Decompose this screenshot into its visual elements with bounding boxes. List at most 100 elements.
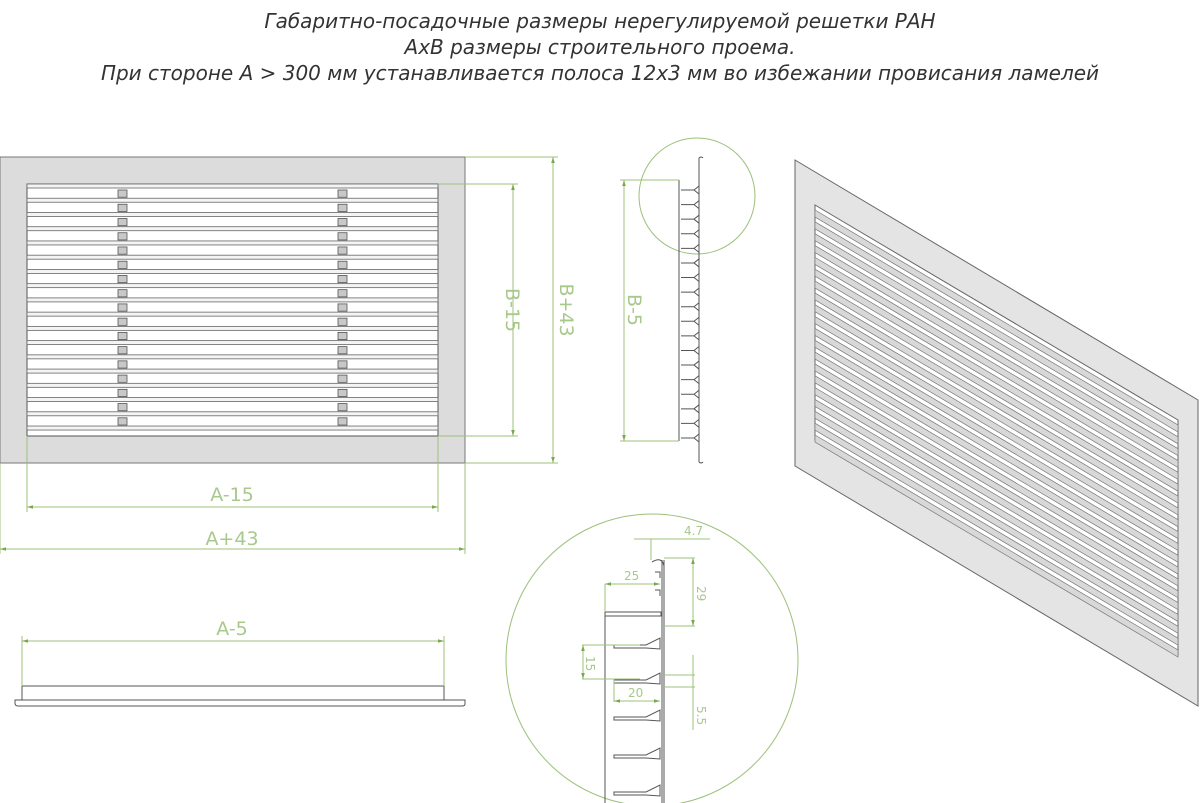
slat — [26, 382, 439, 388]
side-lamel — [681, 287, 700, 297]
slat — [26, 197, 439, 203]
mullion-segment — [117, 260, 128, 269]
mullion-segment — [337, 417, 348, 426]
iso-slat — [814, 398, 1179, 623]
dim-label-29: 29 — [694, 586, 708, 601]
detail-lamel — [613, 747, 661, 760]
slat — [26, 425, 439, 431]
dim-label-b-15: B-15 — [501, 288, 523, 332]
slat — [26, 340, 439, 346]
isometric-view — [794, 159, 1199, 707]
side-lamel — [681, 404, 700, 414]
slat — [26, 354, 439, 360]
slat — [26, 212, 439, 217]
dim-label-b+43: B+43 — [555, 283, 577, 336]
title-line-2: АхВ размеры строительного проема. — [404, 35, 796, 59]
side-lamel — [681, 331, 700, 341]
mullion-segment — [337, 374, 348, 383]
slat — [26, 411, 439, 417]
slat — [26, 183, 439, 189]
dim-label-25: 25 — [624, 569, 639, 583]
dim-label-a+43: A+43 — [205, 528, 258, 550]
slat — [26, 240, 439, 246]
iso-slat — [814, 422, 1179, 646]
slat — [26, 397, 439, 402]
front-view: B-15 B+43 A-15 A+43 — [0, 156, 577, 554]
mullion-segment — [337, 218, 348, 227]
dim-label-4-7: 4.7 — [684, 524, 703, 538]
mullion-segment — [117, 403, 128, 412]
dim-label-20: 20 — [628, 686, 643, 700]
mullion-segment — [337, 275, 348, 284]
side-lamel — [681, 302, 700, 312]
iso-slat — [814, 434, 1179, 658]
mullion-segment — [117, 289, 128, 298]
side-lamel — [681, 214, 700, 224]
iso-slat — [814, 233, 1179, 457]
mullion-segment — [117, 232, 128, 241]
slat — [26, 226, 439, 232]
mullion-segment — [337, 303, 348, 312]
mullion-segment — [337, 388, 348, 397]
mullion-segment — [337, 360, 348, 369]
dim-label-15: 15 — [583, 656, 597, 671]
title-line-3: При стороне А > 300 мм устанавливается п… — [100, 61, 1100, 85]
detail-circle — [505, 513, 799, 803]
mullion-segment — [337, 317, 348, 326]
iso-slat — [814, 363, 1179, 587]
bottom-view: A-5 — [14, 618, 466, 707]
dim-label-5-5: 5.5 — [694, 706, 708, 725]
side-lamel — [681, 346, 700, 355]
side-lamel — [681, 273, 700, 282]
iso-slat — [814, 292, 1179, 516]
iso-slat — [814, 304, 1179, 528]
side-lamel — [681, 185, 700, 195]
iso-slat — [814, 387, 1179, 611]
mullion-segment — [117, 374, 128, 383]
side-lamel — [681, 200, 700, 209]
slats — [26, 183, 439, 431]
detail-lamel — [613, 709, 661, 722]
side-view: B-5 — [620, 137, 756, 464]
title-line-1: Габаритно-посадочные размеры нерегулируе… — [264, 9, 936, 33]
slat — [26, 254, 439, 260]
iso-slat — [814, 280, 1179, 504]
side-lamel — [681, 433, 700, 443]
iso-slat — [814, 209, 1179, 433]
iso-slat — [814, 327, 1179, 552]
mullion-segment — [117, 360, 128, 369]
iso-slat — [814, 351, 1179, 575]
slat — [26, 283, 439, 289]
mullion-segment — [337, 331, 348, 341]
iso-slat — [814, 375, 1179, 599]
side-lamel — [681, 243, 700, 253]
side-lamel — [681, 375, 700, 385]
iso-slat — [814, 244, 1179, 469]
slat — [26, 297, 439, 303]
drawing-title: Габаритно-посадочные размеры нерегулируе… — [0, 8, 1200, 86]
mullion-segment — [337, 346, 348, 355]
profile-detail: 4.7 25 29 15 20 5.5 — [505, 513, 799, 803]
mullion-segment — [117, 331, 128, 341]
mullion-segment — [117, 275, 128, 284]
mullion-segment — [337, 189, 348, 198]
mullion-segment — [117, 218, 128, 227]
mullion-segment — [117, 346, 128, 355]
slat — [26, 325, 439, 331]
mullion-segment — [117, 388, 128, 397]
side-lamel — [681, 316, 700, 326]
side-lamel — [681, 360, 700, 370]
iso-slat — [814, 339, 1179, 563]
detail-callout-circle — [638, 137, 756, 255]
iso-slat — [814, 410, 1179, 634]
side-lamel — [681, 258, 700, 268]
detail-lamel — [613, 637, 661, 650]
mullion-segment — [117, 203, 128, 212]
iso-slat — [814, 221, 1179, 445]
mullion-segment — [117, 303, 128, 312]
slat — [26, 269, 439, 274]
slat — [26, 368, 439, 374]
iso-slat — [814, 268, 1179, 492]
mullion-segment — [117, 189, 128, 198]
